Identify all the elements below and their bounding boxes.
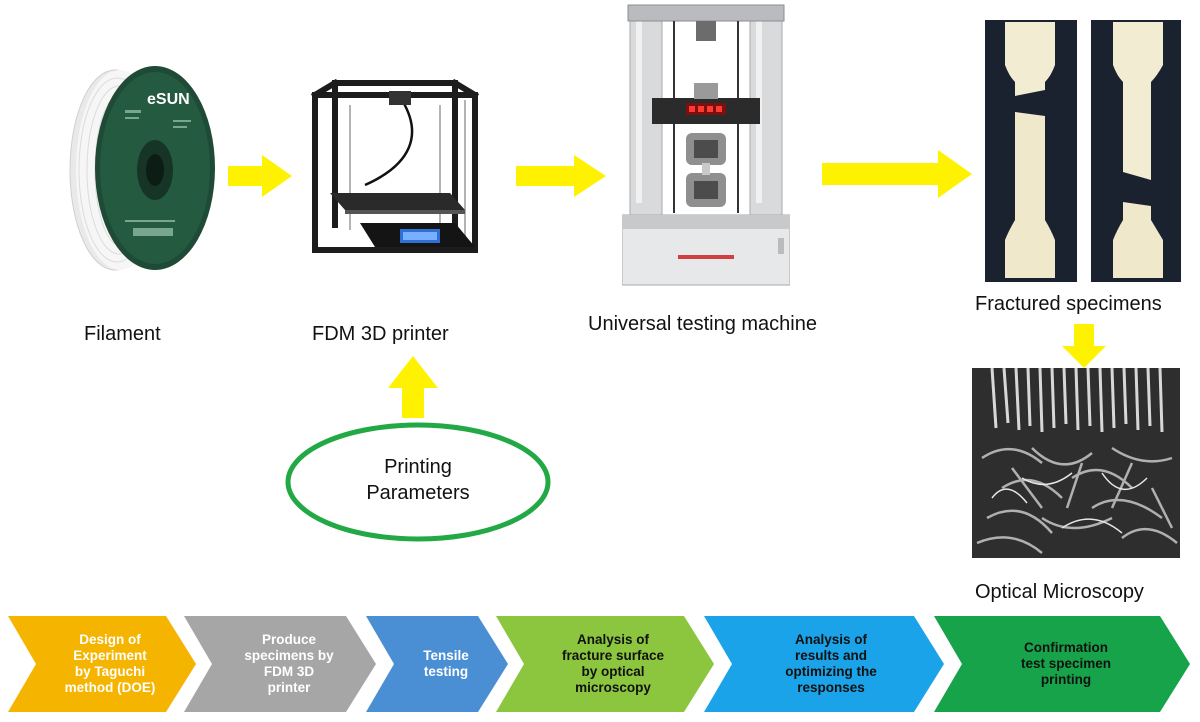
- process-step-chevron: [366, 616, 508, 712]
- utm-image: [621, 3, 791, 288]
- process-step-fracture-analysis: Analysis of fracture surface by optical …: [561, 632, 665, 695]
- filament-image: eSUN: [55, 60, 225, 275]
- arrow-down-icon: [1062, 324, 1106, 368]
- process-step-results-analysis: Analysis of results and optimizing the r…: [785, 632, 877, 695]
- fdm-printer-image: [305, 75, 485, 260]
- process-step-chevron: [496, 616, 714, 712]
- arrow-right-icon: [516, 155, 606, 197]
- fractured-specimens-image: [985, 20, 1181, 282]
- process-step-chevron: [704, 616, 944, 712]
- fdm-printer-label: FDM 3D printer: [312, 323, 449, 345]
- arrow-right-icon: [228, 155, 292, 197]
- process-step-chevron: [934, 616, 1190, 712]
- process-step-chevron: [184, 616, 376, 712]
- fractured-specimens-label: Fractured specimens: [975, 293, 1162, 315]
- filament-label: Filament: [84, 323, 161, 345]
- process-step-tensile: Tensile testing: [423, 648, 469, 679]
- filament-brand-text: eSUN: [147, 91, 190, 108]
- process-step-chevron: [8, 616, 196, 712]
- process-step-doe: Design of Experiment by Taguchi method (…: [64, 632, 156, 695]
- optical-microscopy-image: [972, 367, 1180, 558]
- process-step-produce: Produce specimens by FDM 3D printer: [244, 632, 334, 695]
- printing-parameters-label: Printing Parameters: [366, 456, 470, 504]
- arrow-right-icon: [822, 150, 972, 198]
- arrow-up-icon: [388, 356, 438, 418]
- optical-microscopy-label: Optical Microscopy: [975, 581, 1144, 603]
- printing-parameters-ellipse: Printing Parameters: [284, 421, 552, 543]
- utm-label: Universal testing machine: [588, 313, 817, 335]
- process-step-confirmation: Confirmation test specimen printing: [1020, 640, 1112, 687]
